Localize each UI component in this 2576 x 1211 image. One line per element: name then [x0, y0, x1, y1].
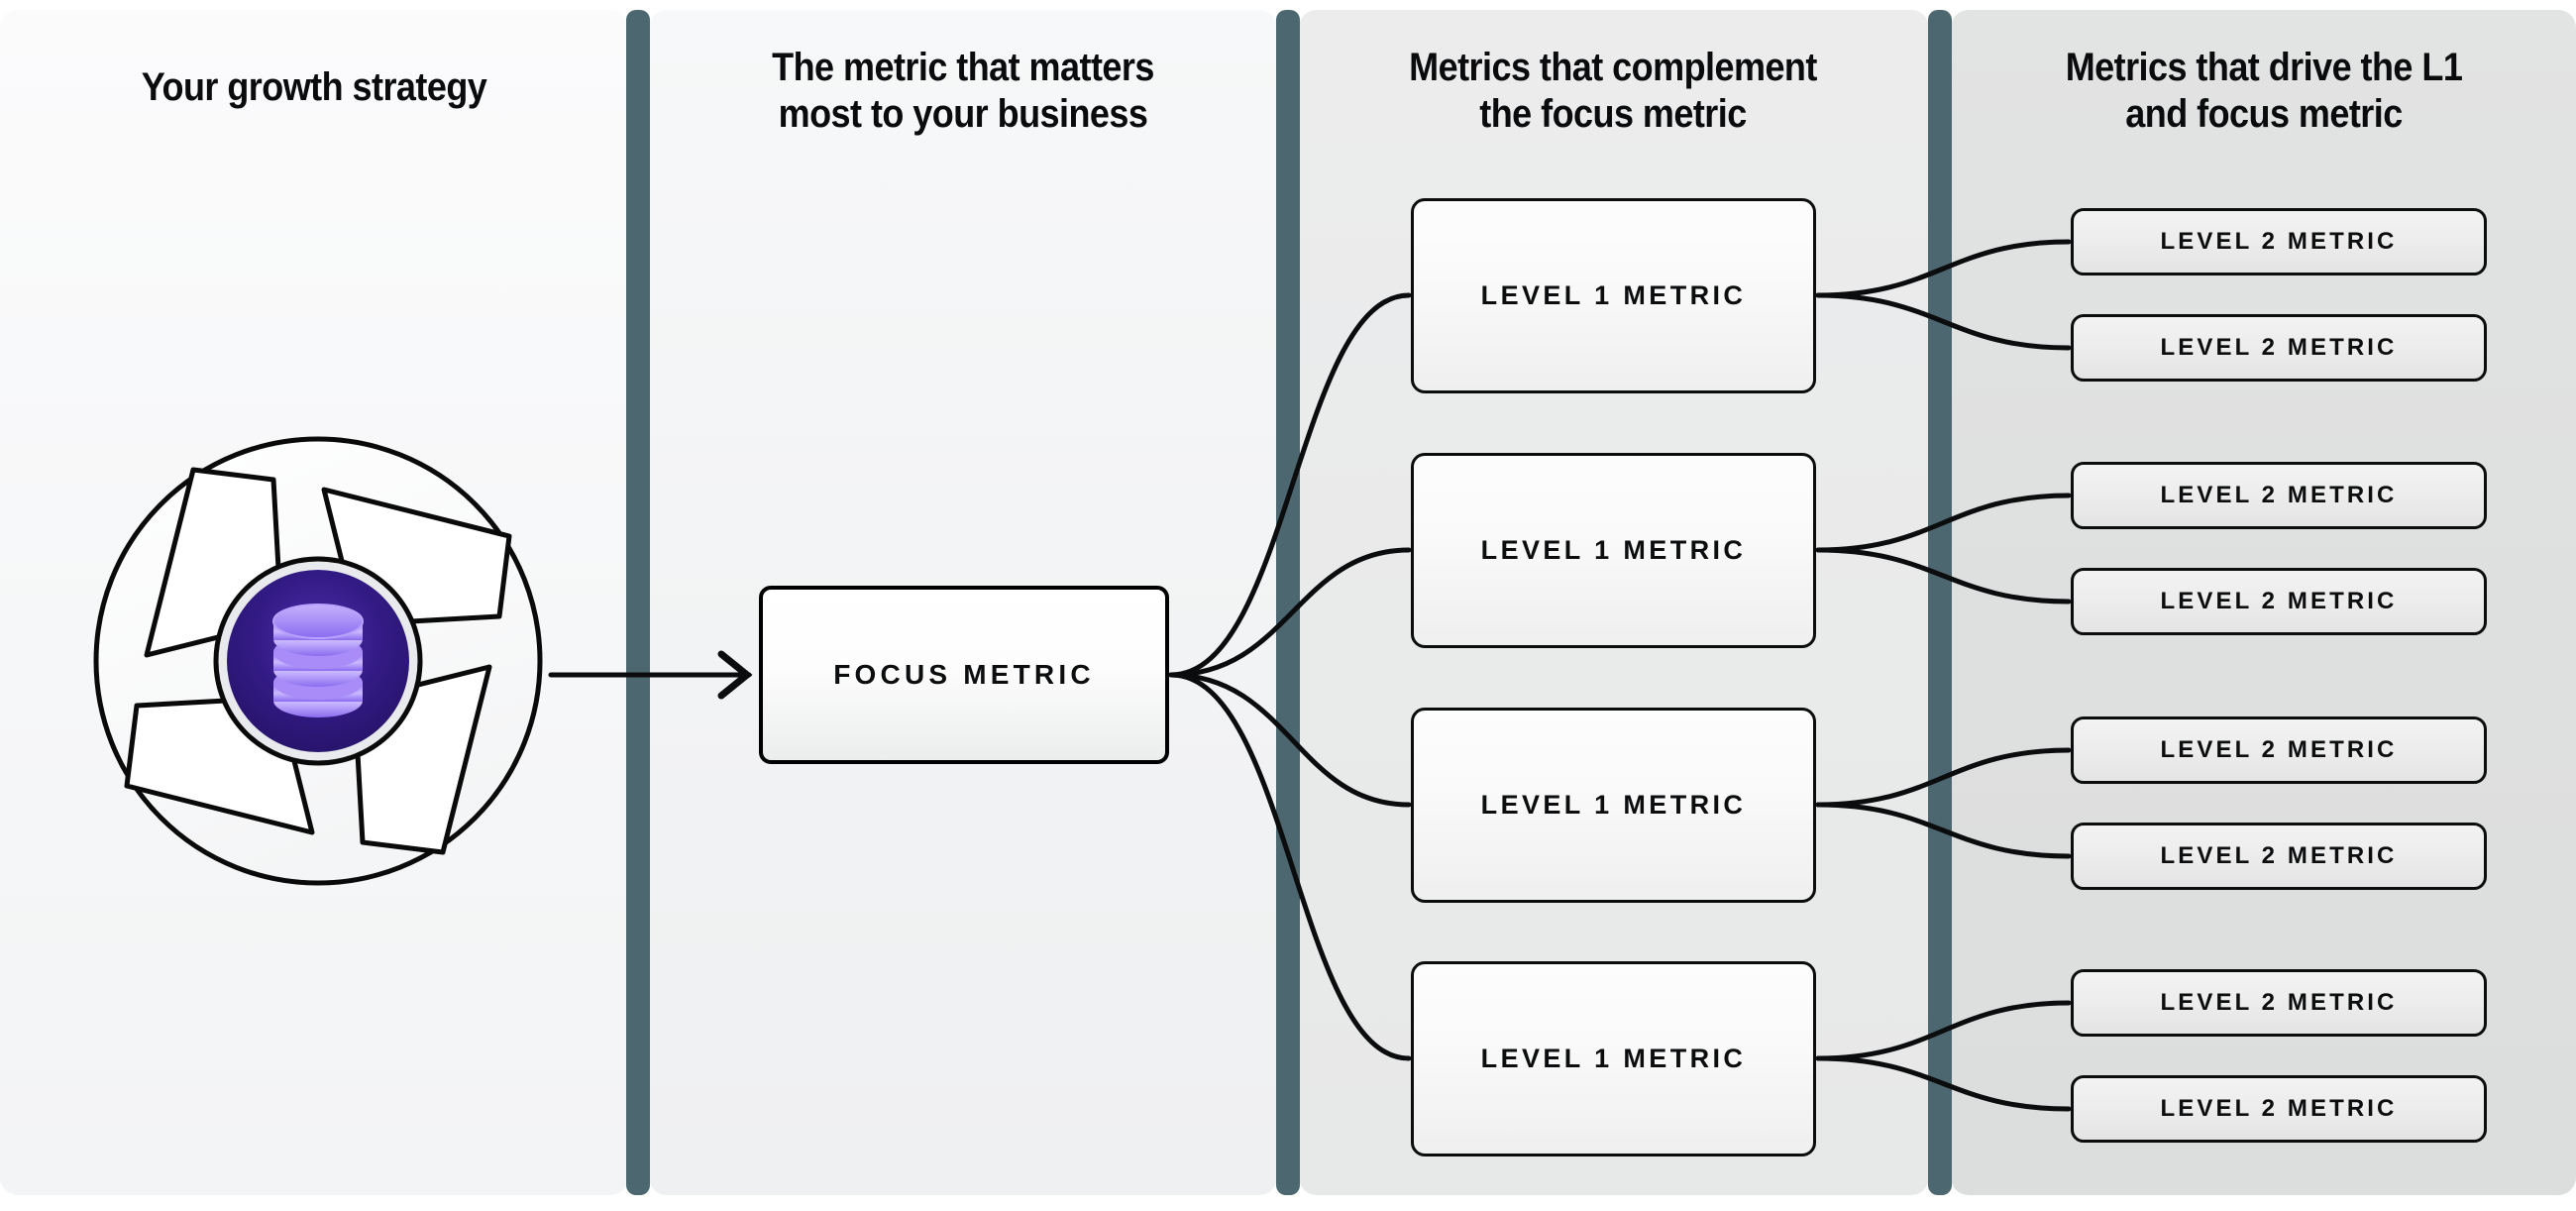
node-level2-metric-6[interactable]: LEVEL 2 METRIC — [2071, 823, 2487, 890]
node-level1-metric-1[interactable]: LEVEL 1 METRIC — [1411, 198, 1816, 393]
column-header-line: Metrics that drive the L1 — [2065, 46, 2463, 89]
node-label: LEVEL 1 METRIC — [1480, 790, 1747, 820]
aperture-icon — [93, 436, 543, 886]
node-level2-metric-4[interactable]: LEVEL 2 METRIC — [2071, 568, 2487, 635]
node-level2-metric-5[interactable]: LEVEL 2 METRIC — [2071, 716, 2487, 784]
column-divider-3 — [1928, 10, 1952, 1195]
column-header-focus-metric: The metric that matters most to your bus… — [696, 45, 1231, 138]
database-icon — [272, 604, 364, 717]
node-label: LEVEL 2 METRIC — [2160, 989, 2398, 1016]
node-label: LEVEL 2 METRIC — [2160, 228, 2398, 255]
node-level2-metric-3[interactable]: LEVEL 2 METRIC — [2071, 462, 2487, 529]
column-header-complement-metrics: Metrics that complement the focus metric — [1345, 45, 1880, 138]
node-label: LEVEL 2 METRIC — [2160, 736, 2398, 763]
node-label: LEVEL 1 METRIC — [1480, 1044, 1747, 1073]
node-level2-metric-7[interactable]: LEVEL 2 METRIC — [2071, 969, 2487, 1037]
node-label: LEVEL 2 METRIC — [2160, 334, 2398, 361]
column-header-line: and focus metric — [2125, 92, 2403, 137]
column-divider-2 — [1276, 10, 1300, 1195]
node-label: LEVEL 2 METRIC — [2160, 1095, 2398, 1122]
column-header-line: the focus metric — [1479, 92, 1747, 137]
node-level2-metric-2[interactable]: LEVEL 2 METRIC — [2071, 314, 2487, 382]
node-label: LEVEL 2 METRIC — [2160, 842, 2398, 869]
column-header-line: most to your business — [778, 92, 1148, 137]
column-header-growth-strategy: Your growth strategy — [50, 64, 580, 111]
node-level1-metric-3[interactable]: LEVEL 1 METRIC — [1411, 708, 1816, 903]
node-focus-metric[interactable]: FOCUS METRIC — [759, 586, 1169, 764]
column-header-line: Metrics that complement — [1409, 46, 1817, 89]
node-level1-metric-2[interactable]: LEVEL 1 METRIC — [1411, 453, 1816, 648]
node-level2-metric-1[interactable]: LEVEL 2 METRIC — [2071, 208, 2487, 275]
column-header-line: Your growth strategy — [141, 65, 487, 109]
node-label: LEVEL 1 METRIC — [1480, 535, 1747, 565]
node-label: LEVEL 1 METRIC — [1480, 280, 1747, 310]
node-label: LEVEL 2 METRIC — [2160, 482, 2398, 508]
node-label: FOCUS METRIC — [833, 659, 1095, 690]
column-header-line: The metric that matters — [772, 46, 1154, 89]
node-level2-metric-8[interactable]: LEVEL 2 METRIC — [2071, 1075, 2487, 1143]
column-header-driver-metrics: Metrics that drive the L1 and focus metr… — [1997, 45, 2530, 138]
column-divider-1 — [626, 10, 650, 1195]
node-level1-metric-4[interactable]: LEVEL 1 METRIC — [1411, 961, 1816, 1156]
growth-strategy-logo — [87, 430, 549, 892]
node-label: LEVEL 2 METRIC — [2160, 588, 2398, 614]
